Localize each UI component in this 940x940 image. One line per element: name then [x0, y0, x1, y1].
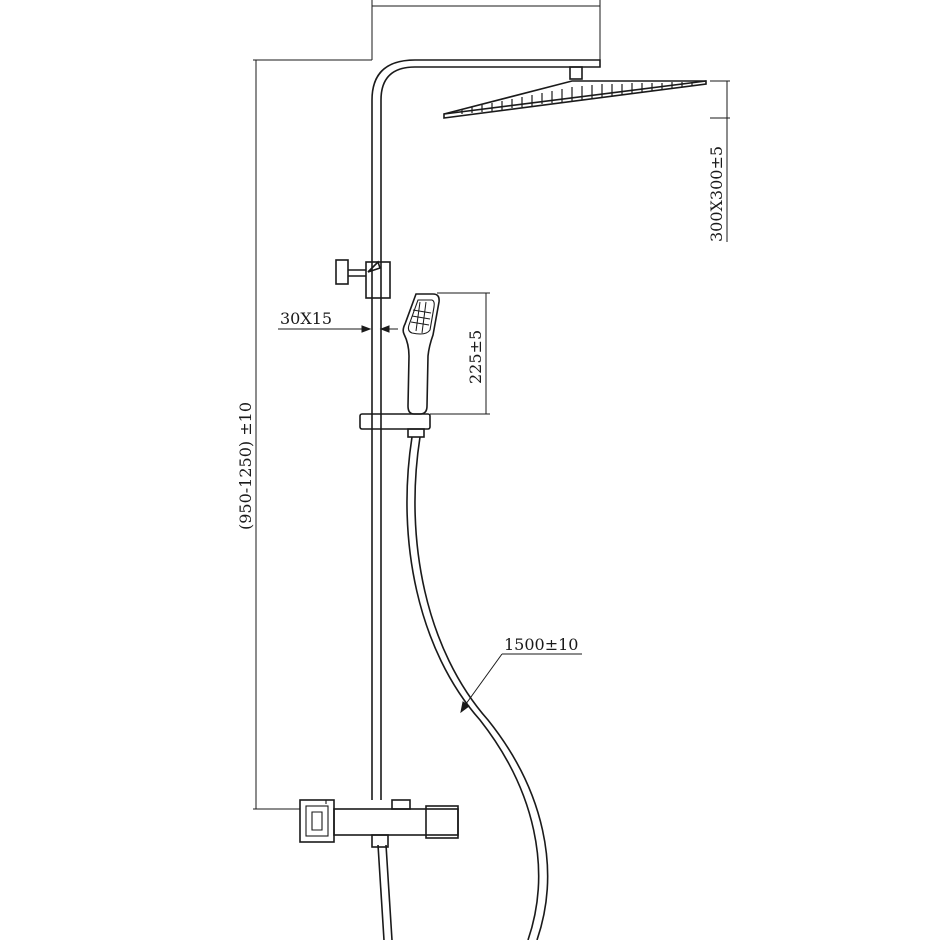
riser-column [371, 59, 601, 800]
rain-head-size-label: 300X300±5 [707, 146, 726, 242]
column-height-label: (950-1250) ±10 [236, 402, 255, 530]
shower-head-top-edge [443, 80, 706, 115]
shower-head-connector [569, 66, 583, 80]
bar-profile-label: 30X15 [280, 309, 332, 328]
bar-profile-dimension: 30X15 [278, 309, 398, 333]
hand-shower-nozzles [410, 301, 432, 334]
rain-shower-head [443, 66, 707, 119]
shower-hose [377, 436, 549, 940]
upper-slider-bracket [335, 259, 391, 299]
hand-shower [402, 293, 440, 415]
column-height-dimension: (950-1250) ±10 [236, 59, 372, 810]
hand-shower-dimension: 225±5 [430, 292, 490, 415]
spout-outlet [371, 834, 389, 848]
bracket-knob [335, 259, 349, 285]
mixer-right-handle [425, 805, 459, 839]
hand-shower-length-label: 225±5 [466, 330, 485, 384]
hand-shower-holder [359, 413, 431, 438]
mixer-body [333, 808, 459, 836]
hose-length-dimension: 1500±10 [460, 635, 582, 714]
arm-extension-dimension [371, 0, 601, 60]
hose-length-label: 1500±10 [504, 635, 578, 654]
bracket-body [365, 261, 391, 299]
shower-head-nozzles [461, 82, 693, 114]
rain-head-dimension: 300X300±5 [707, 80, 730, 242]
thermostatic-mixer [299, 799, 459, 848]
mixer-top-connector [391, 799, 411, 810]
